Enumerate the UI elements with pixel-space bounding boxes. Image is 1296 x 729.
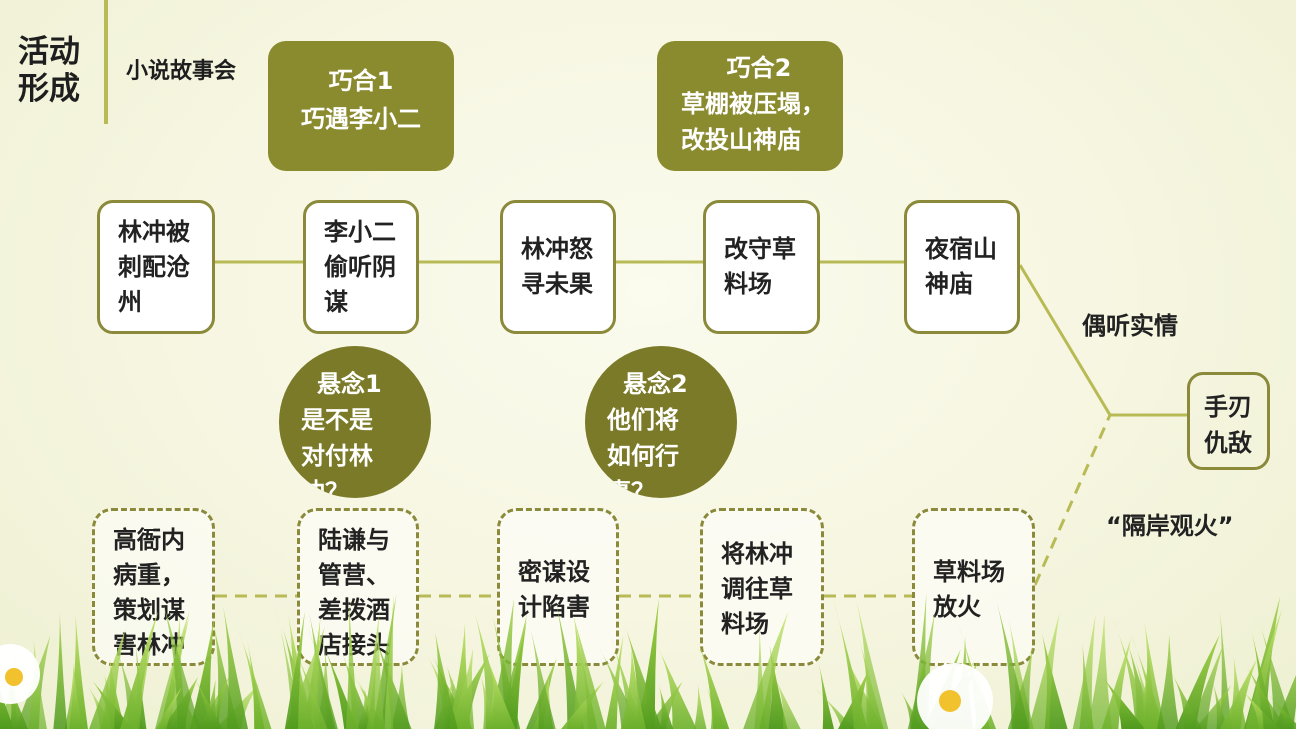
suspense-text: 是不是对付林冲？: [301, 406, 373, 498]
grass-blade: [1098, 672, 1145, 729]
grass-blade: [89, 628, 126, 729]
plot-node-2: 李小二偷听阴谋: [303, 200, 419, 334]
grass-blade: [434, 631, 458, 729]
grass-blade: [450, 648, 475, 729]
suspense-circle-1: 悬念1 是不是对付林冲？: [279, 346, 431, 498]
grass-blade: [620, 648, 647, 729]
grass-blade: [774, 677, 801, 729]
grass-blade: [222, 605, 249, 729]
grass-blade: [569, 602, 606, 729]
grass-blade: [1087, 613, 1112, 729]
grass-blade: [657, 646, 697, 729]
grass-blade: [197, 675, 230, 729]
grass-blade: [237, 626, 272, 729]
grass-blade: [155, 687, 182, 729]
grass-blade: [64, 663, 83, 729]
hidden-node-3: 密谋设计陷害: [497, 508, 619, 666]
section-subtitle: 小说故事会: [126, 59, 237, 84]
grass-blade: [1171, 672, 1203, 729]
grass-blade: [759, 654, 775, 729]
grass-blade: [694, 632, 730, 729]
suspense-title: 悬念2: [623, 370, 688, 398]
grass-blade: [658, 685, 674, 729]
grass-blade: [1244, 596, 1281, 729]
grass-blade: [159, 591, 201, 729]
grass-blade: [605, 635, 624, 729]
coincidence-box-2: 巧合2 草棚被压塌，改投山神庙: [657, 41, 843, 171]
grass-blade: [847, 660, 884, 729]
grass-blade: [1189, 644, 1224, 729]
suspense-circle-2: 悬念2 他们将如何行事？: [585, 346, 737, 498]
grass-blade: [1143, 621, 1166, 729]
suspense-text: 他们将如何行事？: [607, 406, 679, 498]
grass-blade: [0, 689, 15, 729]
grass-blade: [189, 618, 215, 729]
grass-blade: [1219, 658, 1258, 729]
coincidence-box-1: 巧合1 巧遇李小二: [268, 41, 454, 171]
grass-blade: [1112, 616, 1152, 729]
grass-blade: [381, 594, 394, 729]
daisy-flower-icon: [0, 644, 993, 729]
plot-node-4: 改守草料场: [703, 200, 820, 334]
grass-blade: [855, 596, 889, 729]
grass-blade: [624, 625, 662, 729]
coincidence-text: 巧遇李小二: [301, 105, 421, 133]
grass-blade: [1028, 612, 1060, 729]
grass-blade: [1072, 614, 1096, 729]
grass-blade: [366, 627, 385, 729]
grass-blade: [1194, 685, 1231, 729]
grass-blade: [818, 662, 835, 729]
grass-blade: [291, 640, 328, 729]
grass-blade: [308, 610, 336, 729]
suspense-title: 悬念1: [317, 370, 382, 398]
ending-node: 手刃仇敌: [1187, 372, 1270, 470]
section-title: 活动形成: [18, 34, 80, 107]
grass-blade: [637, 598, 659, 729]
hidden-node-4: 将林冲调往草料场: [700, 508, 824, 666]
grass-blade: [342, 654, 373, 729]
watch-fire-label: “隔岸观火”: [1106, 512, 1234, 540]
coincidence-title: 巧合2: [726, 54, 792, 82]
plot-node-5: 夜宿山神庙: [904, 200, 1020, 334]
grass-blade: [1245, 609, 1283, 729]
grass-blade: [480, 674, 498, 729]
grass-blade: [284, 610, 305, 729]
grass-blade: [743, 611, 789, 729]
overheard-label: 偶听实情: [1082, 312, 1178, 340]
grass-blade: [155, 609, 190, 729]
grass-blade: [529, 626, 556, 729]
coincidence-title: 巧合1: [328, 67, 394, 95]
plot-node-3: 林冲怒寻未果: [500, 200, 616, 334]
grass-blade: [307, 627, 338, 729]
grass-blade: [6, 676, 28, 729]
grass-blade: [832, 597, 868, 729]
grass-blade: [694, 683, 707, 729]
grass-blade: [1101, 638, 1131, 729]
hidden-node-1: 高衙内病重，策划谋害林冲: [92, 508, 215, 666]
coincidence-text: 草棚被压塌，改投山神庙: [681, 90, 825, 154]
grass-blade: [489, 664, 516, 729]
grass-blade: [1156, 633, 1180, 729]
hidden-node-5: 草料场放火: [912, 508, 1035, 666]
grass-decoration: [0, 589, 1296, 729]
grass-blade: [993, 589, 1030, 729]
grass-blade: [345, 592, 359, 729]
grass-blade: [120, 611, 159, 729]
grass-blade: [1007, 646, 1033, 729]
grass-blade: [1243, 662, 1287, 729]
grass-blade: [488, 598, 514, 729]
grass-blade: [858, 634, 884, 729]
grass-blade: [572, 615, 598, 729]
grass-blade: [1260, 687, 1296, 729]
plot-node-1: 林冲被刺配沧州: [97, 200, 215, 334]
grass-blade: [53, 612, 68, 729]
